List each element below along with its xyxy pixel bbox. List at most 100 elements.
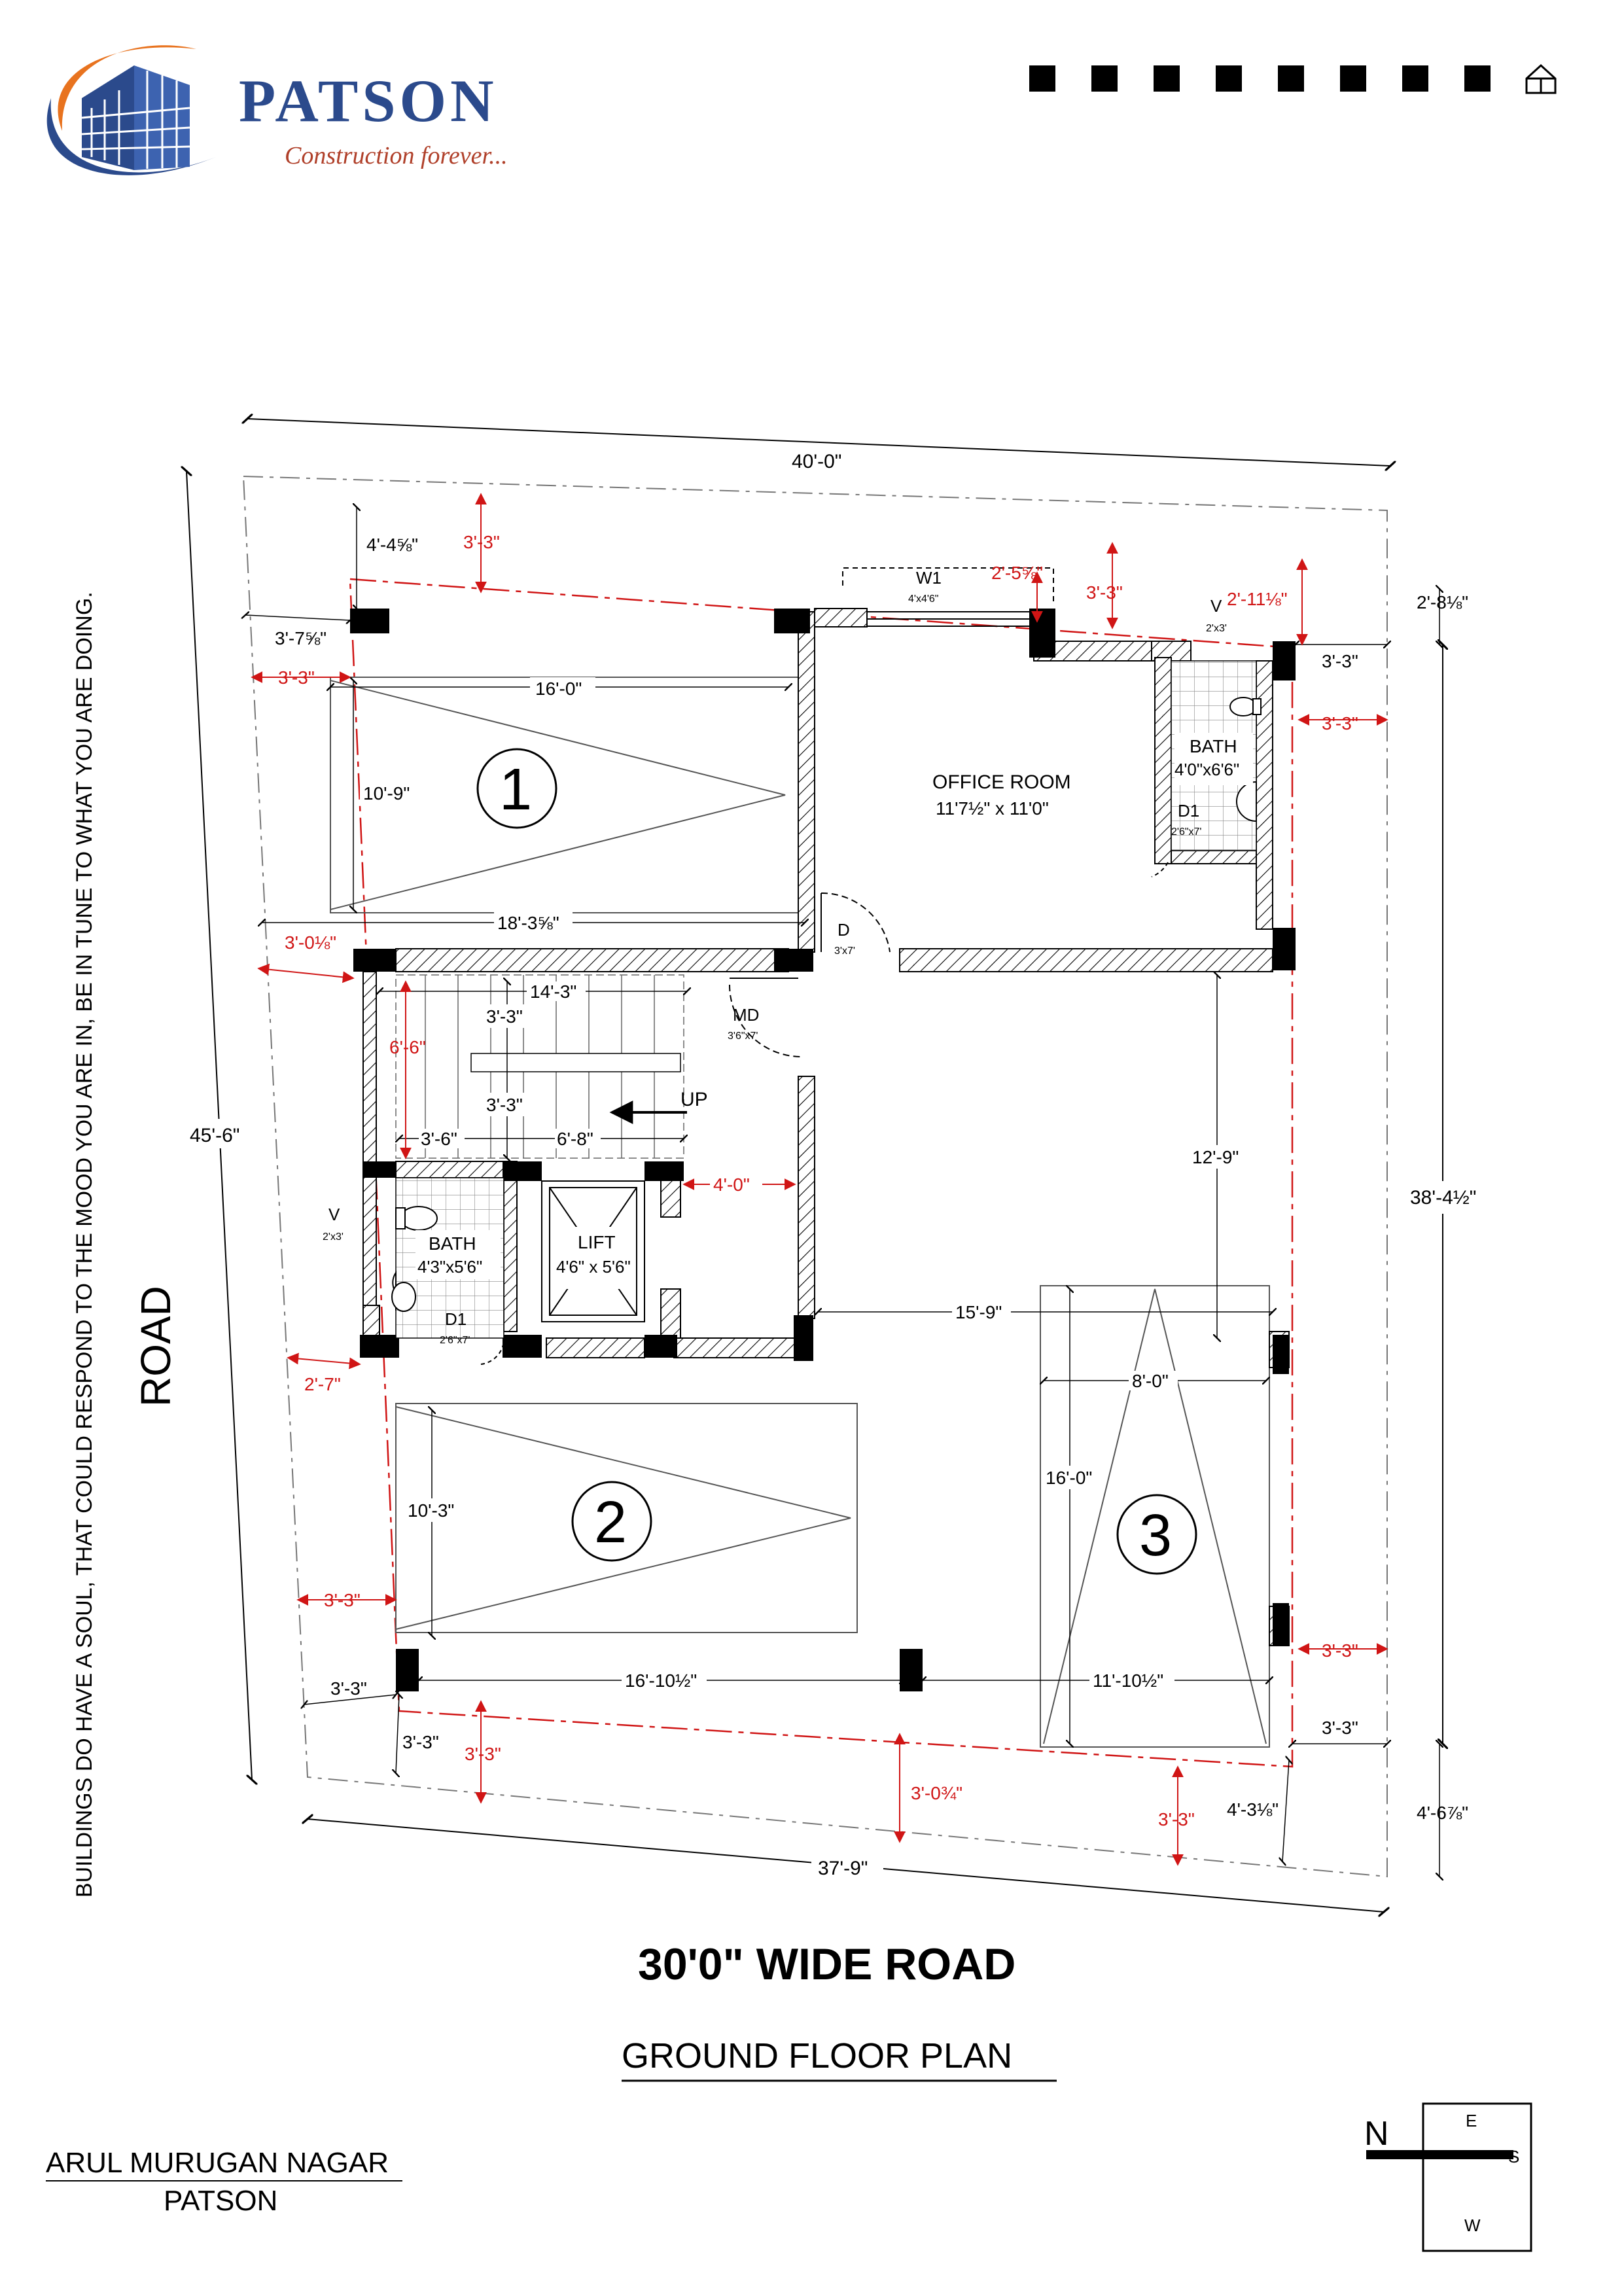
dim-left: 45'-6" — [190, 1125, 239, 1146]
lift-size: 4'6" x 5'6" — [556, 1257, 631, 1277]
dim-bg — [186, 1119, 252, 1148]
location-line2: PATSON — [164, 2185, 277, 2217]
parking-number-3: 3 — [1139, 1503, 1172, 1568]
setback-label: 3'-3" — [465, 1744, 501, 1764]
plan-title: GROUND FLOOR PLAN — [622, 2036, 1012, 2075]
parking-number-1: 1 — [499, 757, 532, 822]
setback-label: 2'-7" — [304, 1374, 341, 1394]
office-room-size: 11'7½" x 11'0" — [936, 798, 1049, 819]
patson-logo: PATSON Construction forever... — [46, 45, 508, 175]
compass-e: E — [1466, 2111, 1477, 2130]
stair-up-label: UP — [680, 1089, 708, 1110]
compass-s: S — [1508, 2147, 1519, 2166]
parking-bay-3 — [1040, 1285, 1270, 1748]
brand-tagline: Construction forever... — [285, 142, 508, 169]
dim-top: 40'-0" — [792, 451, 841, 472]
setback-dimensions — [251, 493, 1388, 1866]
dim-label: 11'-10½" — [1093, 1670, 1163, 1691]
setback-label: 3'-3" — [1322, 1640, 1358, 1661]
main-door-size: 3'6"x7' — [728, 1031, 758, 1042]
compass-n: N — [1364, 2115, 1389, 2153]
parking-marker-1 — [476, 748, 557, 829]
dim-bg — [1407, 1181, 1479, 1214]
dim-label: 3'-3" — [330, 1678, 367, 1699]
dim-label: 3'-7⅝" — [275, 628, 327, 648]
toilet-icon — [395, 697, 1262, 1231]
lift-name: LIFT — [578, 1232, 616, 1252]
parking-number-2: 2 — [594, 1490, 627, 1555]
setback-label: 3'-3" — [1322, 713, 1358, 733]
dim-label: 3'-3" — [1322, 651, 1358, 671]
dim-label: 16'-0" — [535, 679, 582, 699]
dim-label: 10'-9" — [363, 783, 410, 804]
dim-label: 18'-3⅝" — [497, 913, 559, 933]
home-icon — [1525, 63, 1557, 94]
parking-marker-2 — [571, 1481, 652, 1562]
wash-basin-icon — [391, 781, 1257, 1312]
brand-name: PATSON — [239, 67, 498, 134]
compass: N E S W — [1364, 2102, 1532, 2252]
dim-label: 12'-9" — [1192, 1147, 1239, 1167]
dim-label: 3'-3" — [486, 1006, 523, 1027]
dim-label: 4'-4⅝" — [366, 535, 418, 555]
setback-label: 4'-0" — [713, 1174, 750, 1195]
bath-label-bg — [415, 1230, 501, 1279]
dim-label: 3'-6" — [421, 1129, 457, 1149]
door-d1-label: D1 — [1178, 801, 1199, 821]
door-d1-size: 2'6"x7' — [440, 1335, 470, 1346]
setback-label: 3'-0¾" — [911, 1783, 962, 1803]
office-room-name: OFFICE ROOM — [932, 771, 1071, 793]
setback-label: 6'-6" — [389, 1037, 426, 1057]
bath-upper-name: BATH — [1190, 736, 1237, 756]
location-line1: ARUL MURUGAN NAGAR — [46, 2147, 389, 2179]
door-d-size: 3'x7' — [834, 945, 855, 957]
dim-label: 3'-3" — [402, 1732, 439, 1752]
setback-label: 3'-3" — [1158, 1809, 1195, 1829]
door-d1-size: 2'6"x7' — [1171, 826, 1201, 838]
square-blocks-icon — [1029, 65, 1491, 92]
ventilator-label: V — [328, 1205, 340, 1224]
lift-label-bg — [553, 1227, 635, 1289]
dim-label: 2'-8⅛" — [1417, 592, 1468, 612]
dim-right: 38'-4½" — [1410, 1187, 1476, 1209]
dim-label: 16'-10½" — [625, 1670, 697, 1691]
road-side-label: ROAD — [132, 1286, 179, 1407]
parking-marker-3 — [1116, 1494, 1197, 1575]
door-d-label: D — [838, 920, 850, 940]
compass-frame — [1422, 2102, 1532, 2252]
setback-label: 3'-3" — [1086, 582, 1123, 603]
window-w1-size: 4'x4'6" — [908, 593, 938, 605]
dim-label: 8'-0" — [1132, 1371, 1169, 1391]
dim-label: 6'-8" — [557, 1129, 593, 1149]
ventilator-size: 2'x3' — [323, 1231, 344, 1243]
setback-label: 2'-11⅛" — [1227, 589, 1288, 609]
vertical-motto: BUILDINGS DO HAVE A SOUL, THAT COULD RES… — [72, 592, 97, 1898]
setback-label: 3'-3" — [278, 667, 315, 688]
setback-label: 3'-3" — [324, 1590, 361, 1610]
setback-label: 2'-5⅝" — [991, 563, 1043, 583]
building-icon — [81, 65, 190, 170]
setback-label: 3'-0⅛" — [285, 932, 336, 953]
setback-label: 3'-3" — [463, 532, 500, 552]
compass-needle-icon — [1366, 2150, 1513, 2159]
main-door-label: MD — [733, 1005, 759, 1025]
dim-label: 15'-9" — [955, 1302, 1002, 1322]
bath-lower-name: BATH — [429, 1233, 476, 1254]
road-title: 30'0" WIDE ROAD — [638, 1939, 1015, 1989]
inner-dimension-labels: 16'-0" 10'-9" 18'-3⅝" 3'-7⅝" 4'-4⅝" 14'-… — [275, 535, 1468, 1823]
window-w1-label: W1 — [916, 568, 942, 588]
bath-label-bg — [1174, 733, 1253, 785]
dim-bottom: 37'-9" — [818, 1858, 868, 1879]
dim-bg — [811, 1852, 883, 1881]
dim-label: 14'-3" — [530, 981, 576, 1002]
window-w1 — [842, 567, 1054, 627]
bath-upper-size: 4'0"x6'6" — [1174, 760, 1239, 779]
dim-label: 4'-3⅛" — [1227, 1799, 1279, 1820]
parking-bay-2 — [395, 1403, 858, 1633]
compass-w: W — [1464, 2216, 1481, 2235]
ventilator-size: 2'x3' — [1206, 623, 1227, 634]
dim-label: 3'-3" — [486, 1095, 523, 1115]
door-swings — [480, 862, 1169, 1365]
bath-lower-size: 4'3"x5'6" — [417, 1257, 482, 1277]
